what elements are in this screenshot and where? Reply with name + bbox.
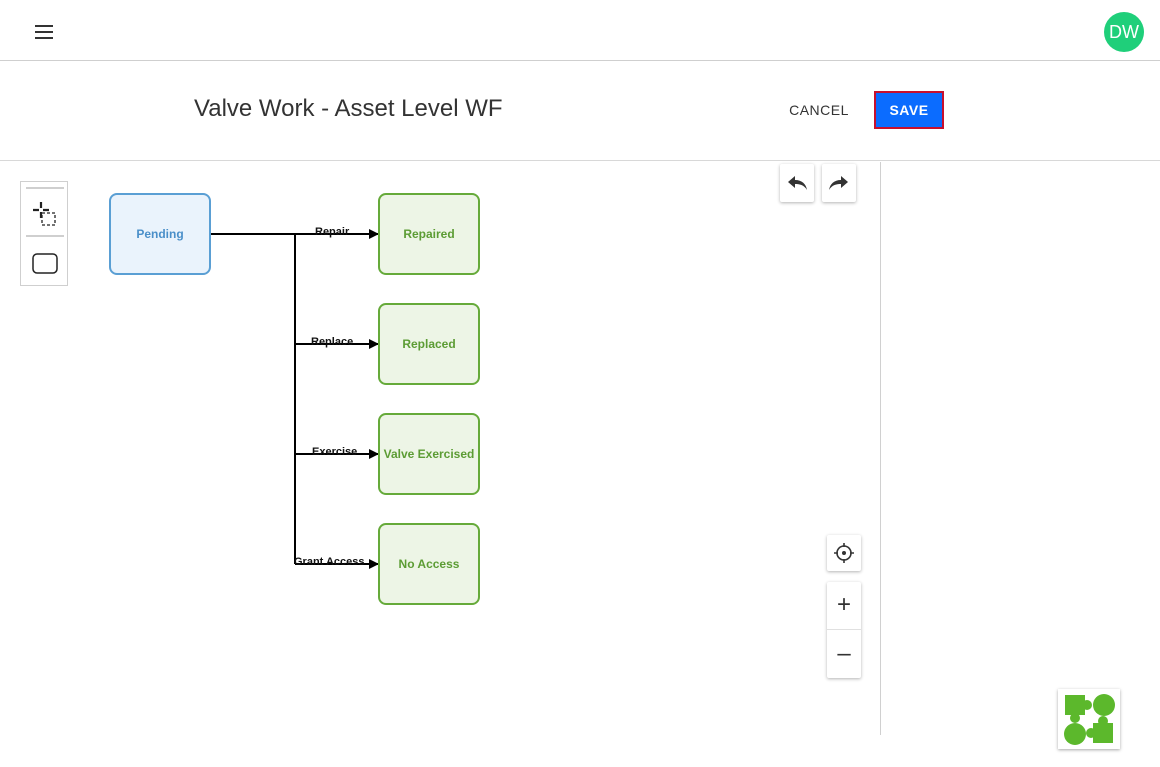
- state-node-replaced[interactable]: Replaced: [378, 303, 480, 385]
- fit-to-screen-button[interactable]: [827, 535, 861, 571]
- cancel-button[interactable]: CANCEL: [780, 92, 858, 128]
- state-node-valve-exercised[interactable]: Valve Exercised: [378, 413, 480, 495]
- undo-icon: [788, 176, 807, 190]
- workflow-header: Valve Work - Asset Level WF CANCEL SAVE: [0, 61, 1160, 161]
- zoom-in-button[interactable]: +: [836, 591, 851, 618]
- user-avatar[interactable]: DW: [1104, 12, 1144, 52]
- rounded-rectangle-icon[interactable]: [29, 248, 61, 280]
- app-logo[interactable]: [1058, 689, 1120, 749]
- properties-panel-divider: [880, 162, 881, 735]
- tool-palette: [20, 181, 68, 286]
- save-button[interactable]: SAVE: [874, 91, 944, 129]
- state-node-repaired[interactable]: Repaired: [378, 193, 480, 275]
- state-node-pending[interactable]: Pending: [109, 193, 211, 275]
- palette-divider: [26, 235, 64, 237]
- zoom-divider: [827, 629, 861, 630]
- redo-button[interactable]: [822, 164, 856, 202]
- redo-icon: [829, 176, 848, 190]
- undo-button[interactable]: [780, 164, 814, 202]
- transition-label-grant-access[interactable]: Grant Access: [294, 556, 365, 568]
- page-title: Valve Work - Asset Level WF: [194, 95, 503, 122]
- lasso-select-icon[interactable]: [29, 198, 61, 230]
- app-bar: DW: [0, 0, 1160, 61]
- zoom-out-button[interactable]: –: [837, 640, 851, 667]
- crosshair-icon: [834, 543, 854, 563]
- zoom-controls: + –: [827, 582, 861, 678]
- palette-divider: [26, 187, 64, 189]
- puzzle-logo-icon: [1064, 694, 1115, 745]
- transition-label-repair[interactable]: Repair: [315, 226, 350, 238]
- transition-label-replace[interactable]: Replace: [311, 336, 354, 348]
- transition-label-exercise[interactable]: Exercise: [312, 446, 358, 458]
- hamburger-menu-icon[interactable]: [24, 16, 64, 48]
- state-node-no-access[interactable]: No Access: [378, 523, 480, 605]
